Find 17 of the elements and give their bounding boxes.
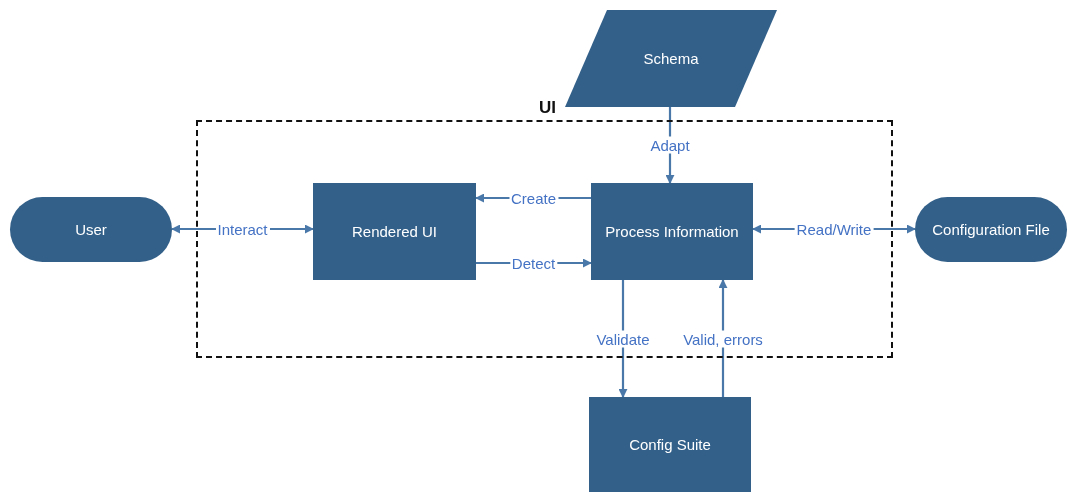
process-box <box>591 183 753 280</box>
boundary-title: UI <box>539 98 556 117</box>
terminal-shape <box>915 197 1067 262</box>
node-label: Process Information <box>605 223 739 240</box>
node-label: Configuration File <box>932 221 1050 238</box>
node-label: User <box>75 221 107 238</box>
data-parallelogram <box>565 10 777 107</box>
node-label: Config Suite <box>629 436 711 453</box>
node-label: Rendered UI <box>351 223 438 240</box>
process-box <box>589 397 751 492</box>
edge-label: Adapt <box>648 136 692 154</box>
process-box <box>313 183 476 280</box>
node-label: Schema <box>643 50 699 67</box>
edge-label: Validate <box>594 330 652 347</box>
edge-label: Valid, errors <box>681 330 765 347</box>
arrow <box>718 279 728 397</box>
arrow <box>618 280 628 398</box>
